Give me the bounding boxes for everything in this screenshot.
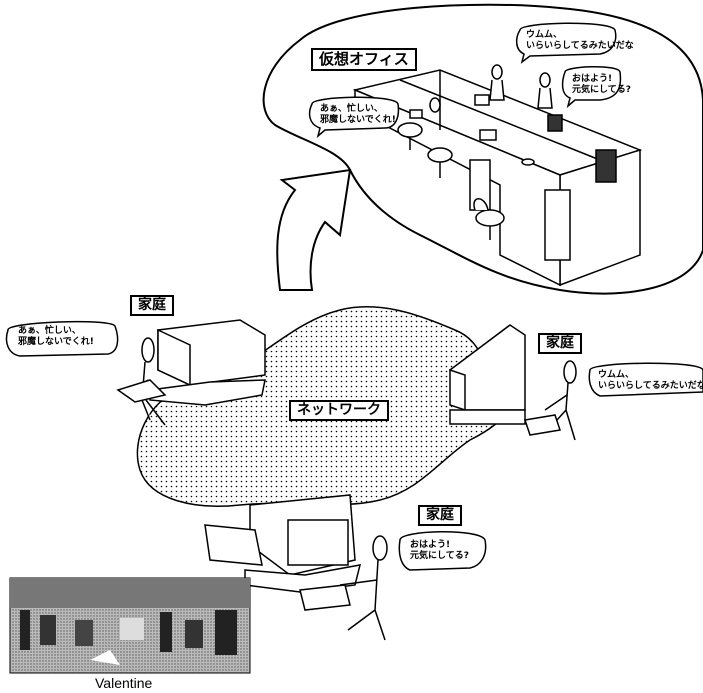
- home-bottom-bubble-text: おはよう! 元気にしてる?: [410, 540, 469, 563]
- office-bubble-left-text: あぁ、忙しい、 邪魔しないでくれ!: [320, 104, 396, 127]
- home-left-label: 家庭: [130, 295, 174, 316]
- office-bubble-middle-right-text: おはよう! 元気にしてる?: [572, 74, 631, 97]
- office-bubble-top-right-text: ウムム、 いらいらしてるみたいだな: [526, 30, 634, 53]
- home-left-bubble-text: あぁ、忙しい、 邪魔しないでくれ!: [18, 326, 94, 349]
- network-label: ネットワーク: [289, 400, 389, 421]
- home-right-person: [525, 361, 576, 440]
- virtual-office-title: 仮想オフィス: [311, 48, 417, 71]
- valentine-caption: Valentine: [95, 675, 152, 691]
- home-bottom-label: 家庭: [418, 505, 462, 526]
- home-right-bubble-text: ウムム、 いらいらしてるみたいだな: [598, 370, 703, 393]
- home-left-computer: [150, 320, 265, 405]
- home-right-label: 家庭: [538, 333, 582, 354]
- valentine-thumbnail-image: [10, 578, 250, 673]
- upward-arrow: [277, 170, 350, 290]
- home-bottom-computer: [205, 495, 360, 592]
